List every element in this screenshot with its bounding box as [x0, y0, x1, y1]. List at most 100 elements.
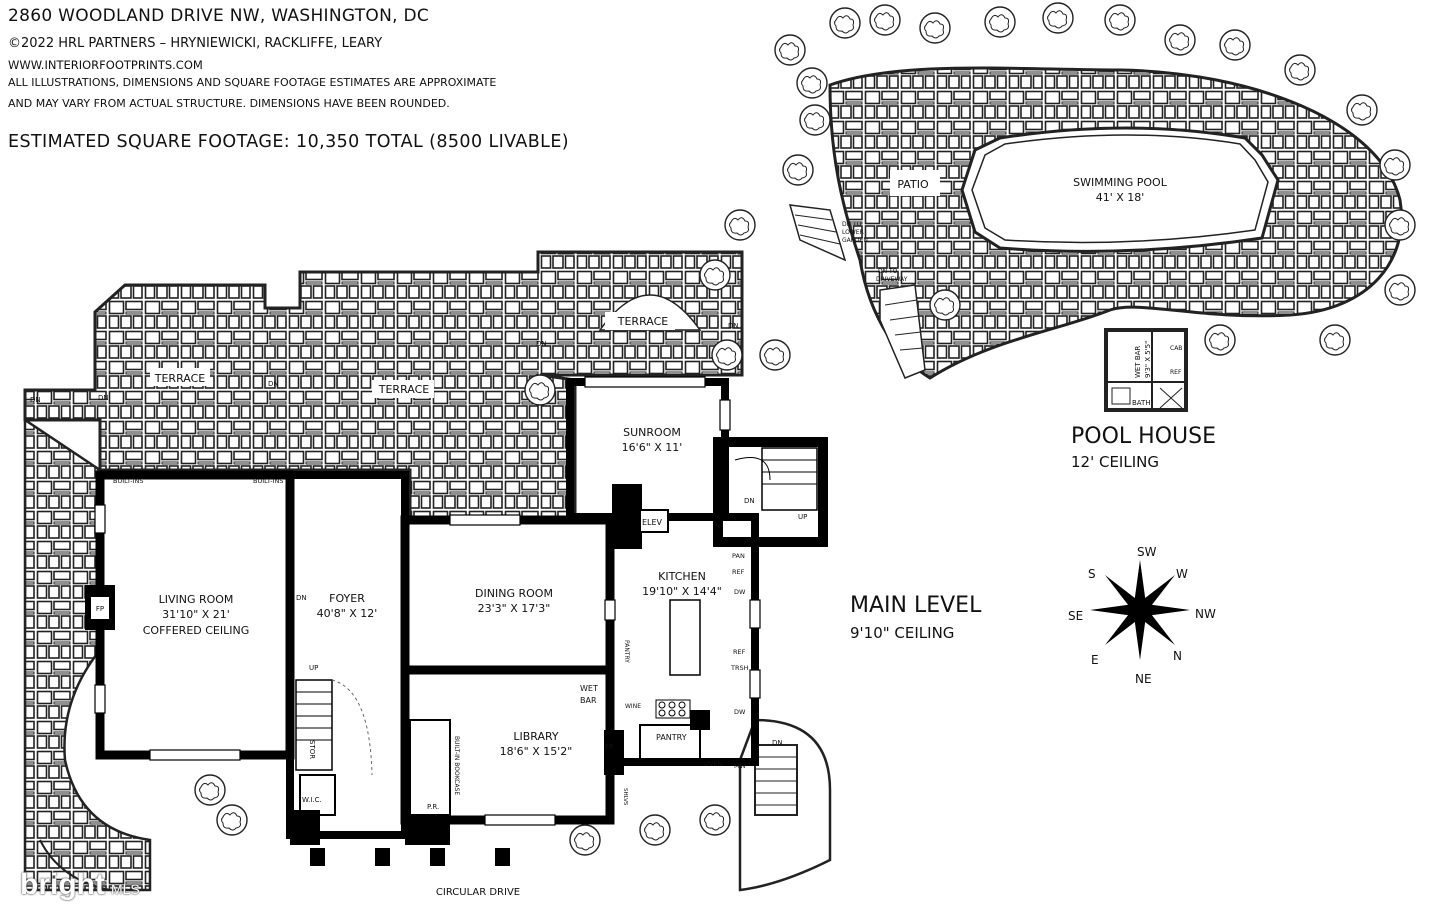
foyer-dims: 40'8" X 12': [317, 607, 378, 620]
living-name: LIVING ROOM: [159, 593, 234, 606]
foyer-name: FOYER: [329, 592, 365, 605]
up-tower: UP: [798, 513, 807, 521]
west-garden: [23, 417, 152, 892]
built-ins-right: BUILT-INS: [253, 477, 284, 485]
east-stairs: [754, 744, 798, 816]
dn-north: DN: [536, 340, 547, 348]
wet-bar-label-1: WET: [580, 684, 598, 693]
dn-driveway-label-2: DRIVEWAY: [876, 276, 908, 283]
dn-west-2: DN: [98, 394, 109, 402]
bath-label: BATH: [1132, 399, 1151, 407]
terrace-label-center: TERRACE: [378, 383, 430, 396]
fireplaces: [85, 484, 710, 866]
living-dims: 31'10" X 21': [162, 608, 230, 621]
ref-label-2: REF: [733, 648, 746, 656]
terrace-label-north: TERRACE: [617, 315, 669, 328]
pantry-small-label: PANTRY: [623, 640, 630, 663]
compass-s: S: [1088, 567, 1096, 581]
dn-lower-garden-label-3: GARDEN: [842, 237, 868, 244]
bookcase-label: BUILT-IN BOOKCASE: [453, 736, 460, 795]
tower-stair: [734, 447, 818, 511]
foyer-stair: [295, 679, 373, 776]
watermark-logo: bright MLS: [20, 868, 140, 902]
kitchen-island: [669, 599, 701, 676]
terrace-label-west: TERRACE: [154, 372, 206, 385]
library-fp-label: FP: [605, 743, 613, 751]
dn-tower: DN: [744, 497, 755, 505]
copyright-line: ©2022 HRL PARTNERS – HRYNIEWICKI, RACKLI…: [8, 36, 383, 51]
pool-house-title: POOL HOUSE: [1071, 424, 1216, 449]
library-dims: 18'6" X 15'2": [500, 745, 573, 758]
shlvs-label: SHLVS: [622, 788, 628, 806]
compass-ne: NE: [1135, 672, 1152, 686]
dn-driveway-label: DN TO: [878, 268, 898, 275]
front-garden-path: [39, 839, 111, 891]
dn-terrace: DN: [268, 380, 279, 388]
sunroom-dims: 16'6" X 11': [622, 441, 683, 454]
pan-label: PAN: [732, 552, 745, 560]
disclaimer-line-1: ALL ILLUSTRATIONS, DIMENSIONS AND SQUARE…: [8, 76, 497, 89]
watermark-brand: bright: [20, 868, 105, 901]
compass-rose: [1077, 547, 1203, 673]
address-title: 2860 WOODLAND DRIVE NW, WASHINGTON, DC: [8, 6, 430, 26]
dining-dims: 23'3" X 17'3": [478, 602, 551, 615]
website-line: WWW.INTERIORFOOTPRINTS.COM: [8, 58, 203, 72]
dn-lower-garden-label: DN TO: [842, 221, 862, 228]
sunroom-name: SUNROOM: [623, 426, 681, 439]
built-ins-left: BUILT-INS: [113, 477, 144, 485]
up-foyer: UP: [309, 664, 318, 672]
circular-drive-label: CIRCULAR DRIVE: [436, 887, 520, 898]
ref-label-1: REF: [732, 568, 745, 576]
kitchen-name: KITCHEN: [658, 570, 706, 583]
compass-se: SE: [1068, 609, 1083, 623]
disclaimer-line-2: AND MAY VARY FROM ACTUAL STRUCTURE. DIME…: [8, 97, 450, 110]
compass-w: W: [1176, 567, 1188, 581]
dw-label-1: DW: [734, 588, 746, 596]
pool-ref-label: REF: [1170, 369, 1182, 376]
mw-label: MW: [734, 762, 747, 770]
pool-house: [1104, 328, 1188, 412]
living-fp-label: FP: [96, 605, 104, 613]
compass-sw: SW: [1137, 545, 1157, 559]
wet-bar-label-2: BAR: [580, 696, 597, 705]
compass-n: N: [1173, 649, 1182, 663]
main-level-ceiling: 9'10" CEILING: [850, 624, 955, 642]
main-level-title: MAIN LEVEL: [850, 593, 982, 618]
pool-house-ceiling: 12' CEILING: [1071, 453, 1159, 471]
dn-west: DN: [30, 396, 41, 404]
compass-nw: NW: [1195, 607, 1216, 621]
compass-e: E: [1091, 653, 1099, 667]
oven-label: OVEN: [704, 760, 723, 768]
pool-name: SWIMMING POOL: [1073, 176, 1168, 189]
dn-foyer: DN: [296, 594, 307, 602]
dn-east: DN: [772, 739, 783, 747]
stor-label: STOR: [308, 740, 316, 759]
dw-label-2: DW: [734, 708, 746, 716]
wine-label: WINE: [625, 703, 641, 710]
kitchen-dims: 19'10" X 14'4": [642, 585, 722, 598]
pool-stairs-upper: [788, 204, 847, 262]
dn-lower-garden-label-2: LOWER: [842, 229, 864, 236]
pool-stairs-lower: [879, 284, 926, 379]
dn-northeast: DN: [728, 322, 739, 330]
living-extra: COFFERED CEILING: [143, 624, 250, 637]
compass-labels: SW W NW N NE E SE S: [1068, 545, 1216, 686]
pool-wet-bar-dims: 9'3" X 5'5": [1144, 341, 1152, 378]
pool-wet-bar-label: WET BAR: [1134, 346, 1142, 378]
pr-label: P.R.: [427, 803, 439, 811]
trsh-label: TRSH: [730, 664, 749, 672]
library-name: LIBRARY: [513, 730, 559, 743]
watermark-suffix: MLS: [110, 881, 140, 897]
patio-label: PATIO: [897, 178, 929, 191]
wic-label: W.I.C.: [302, 796, 322, 804]
windows: [94, 376, 761, 826]
pool-dims: 41' X 18': [1096, 191, 1145, 204]
pantry-label: PANTRY: [656, 733, 687, 742]
square-footage: ESTIMATED SQUARE FOOTAGE: 10,350 TOTAL (…: [8, 132, 570, 152]
cab-label: CAB: [1170, 345, 1182, 352]
dining-name: DINING ROOM: [475, 587, 553, 600]
swimming-pool: [960, 126, 1280, 253]
elev-label: ELEV: [642, 518, 663, 527]
